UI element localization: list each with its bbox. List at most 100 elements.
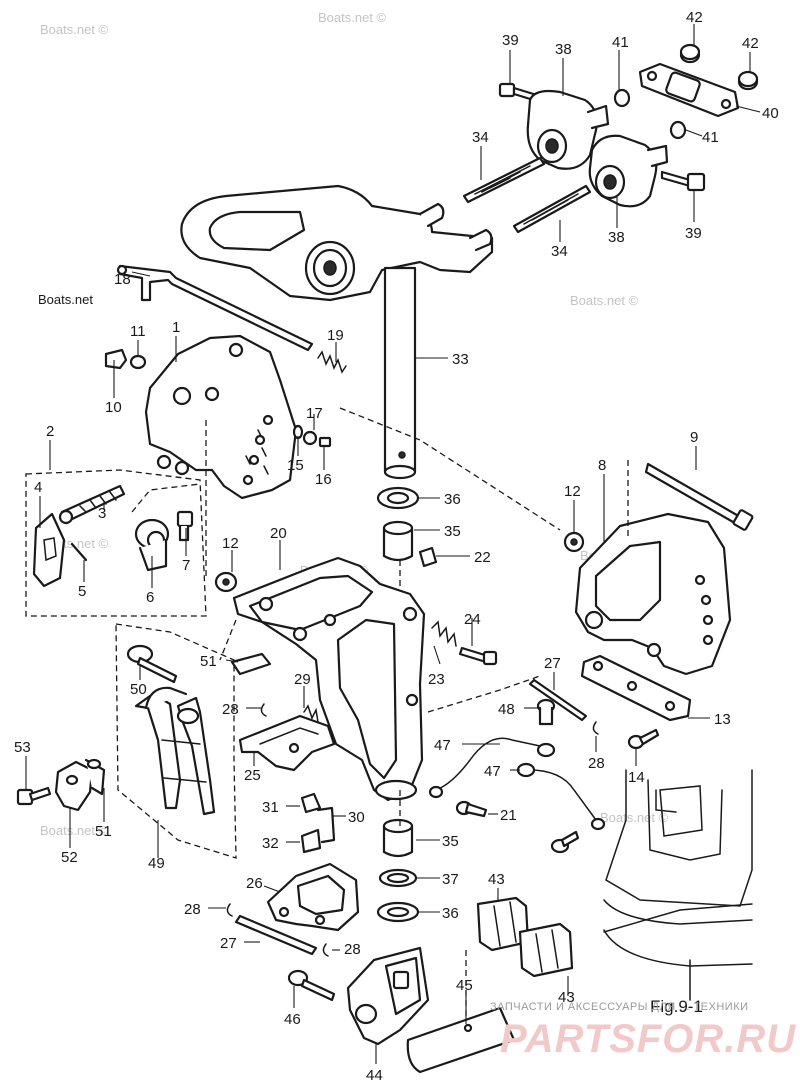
part-32	[300, 828, 322, 854]
callout: 43	[488, 871, 505, 888]
bolt-39-lower	[660, 170, 706, 192]
callout: 20	[270, 525, 287, 542]
thrust-rod-9	[644, 462, 754, 531]
callout: 21	[500, 807, 517, 824]
callout: 31	[262, 799, 279, 816]
group-2	[25, 469, 207, 617]
bolt-7	[176, 510, 194, 542]
callout: 27	[220, 935, 237, 952]
clamp-bracket-8	[574, 512, 732, 676]
washer-12-right-hole	[570, 538, 578, 546]
callout: 32	[262, 835, 279, 852]
stud-34-lower	[512, 184, 592, 234]
steering-shaft-33	[383, 266, 417, 480]
washer-12-left-hole	[222, 578, 230, 586]
callout: 35	[444, 523, 461, 540]
figure-label: Fig.9-1	[650, 997, 703, 1016]
callout: 10	[105, 399, 122, 416]
callout: 45	[456, 977, 473, 994]
callout: 53	[14, 739, 31, 756]
callout: 12	[564, 483, 581, 500]
callout: 23	[428, 671, 445, 688]
clip-28-right	[592, 721, 599, 735]
spring-19	[317, 350, 347, 374]
callout: 6	[146, 589, 154, 606]
bolt-24	[458, 646, 498, 666]
callout: 9	[690, 429, 698, 446]
washer-17	[302, 430, 318, 446]
callout: 27	[544, 655, 561, 672]
callout: 29	[294, 671, 311, 688]
callout: 17	[306, 405, 323, 422]
callout: 3	[98, 505, 106, 522]
shop-tagline: ЗАПЧАСТИ И АКСЕССУАРЫ ДЛЯ ... ТЕХНИКИ	[490, 1001, 749, 1013]
lever-26	[266, 862, 360, 932]
washer-41-lower	[669, 120, 687, 140]
callout: 34	[551, 243, 568, 260]
callout: 18	[114, 271, 131, 288]
callout: 4	[34, 479, 42, 496]
part-30	[316, 806, 336, 844]
shaft-27-upper	[528, 678, 588, 722]
lever-4	[32, 512, 66, 588]
lever-25	[238, 714, 336, 772]
nut-42-right	[737, 70, 759, 91]
callout: 39	[502, 32, 519, 49]
upper-mount-rubbers	[462, 43, 759, 234]
clip-28-left-top	[260, 703, 267, 717]
callout: 28	[222, 701, 239, 718]
callout: 47	[484, 763, 501, 780]
callout: 7	[182, 557, 190, 574]
washer-37	[378, 868, 418, 888]
callout: 42	[742, 35, 759, 52]
bolt-48-lower	[550, 830, 580, 854]
shop-logo: PARTSFOR.RU	[500, 1017, 796, 1061]
swivel-bracket-20	[232, 556, 426, 802]
callout: 46	[284, 1011, 301, 1028]
knob-6	[134, 518, 170, 572]
pads-43	[476, 896, 574, 978]
callout: 43	[558, 989, 575, 1006]
pin-51-lower	[84, 758, 106, 796]
callout: 36	[442, 905, 459, 922]
engine-midsection	[603, 769, 753, 1001]
callout: 51	[200, 653, 217, 670]
callout: 49	[148, 855, 165, 872]
watermark: Boats.net ©	[40, 823, 109, 838]
washer-36-lower	[376, 901, 420, 923]
callout: 12	[222, 535, 239, 552]
callout: 30	[348, 809, 365, 826]
spring-23	[431, 620, 457, 647]
callout-labels: 39 38 42 41 42 40 41 34 39 38 34 1 11 19…	[14, 9, 779, 1084]
callout: 2	[46, 423, 54, 440]
watermark: Boats.net ©	[600, 810, 669, 825]
stopper-44	[346, 946, 430, 1046]
shaft-27-lower	[234, 914, 318, 956]
group-49	[115, 623, 237, 859]
callout: 35	[442, 833, 459, 850]
bolt-14	[627, 728, 660, 750]
tilt-stand-49	[134, 686, 216, 816]
callout: 50	[130, 681, 147, 698]
bolt-46	[287, 969, 336, 1002]
bolt-53	[16, 786, 52, 806]
steering-bracket-upper	[180, 184, 494, 302]
pin-5	[70, 542, 88, 562]
callout: 22	[474, 549, 491, 566]
callout: 36	[444, 491, 461, 508]
bolt-50	[126, 644, 178, 684]
spring-29	[303, 704, 319, 723]
callout: 34	[472, 129, 489, 146]
rubber-mount-38-upper	[526, 89, 610, 170]
callout: 51	[95, 823, 112, 840]
bolt-21	[455, 800, 488, 818]
piece-22	[418, 546, 438, 568]
bushing-35-upper	[382, 520, 414, 562]
callout: 52	[61, 849, 78, 866]
callout: 24	[464, 611, 481, 628]
callout: 1	[172, 319, 180, 336]
callout: 8	[598, 457, 606, 474]
watermark: Boats.net ©	[318, 10, 387, 25]
callout: 28	[184, 901, 201, 918]
